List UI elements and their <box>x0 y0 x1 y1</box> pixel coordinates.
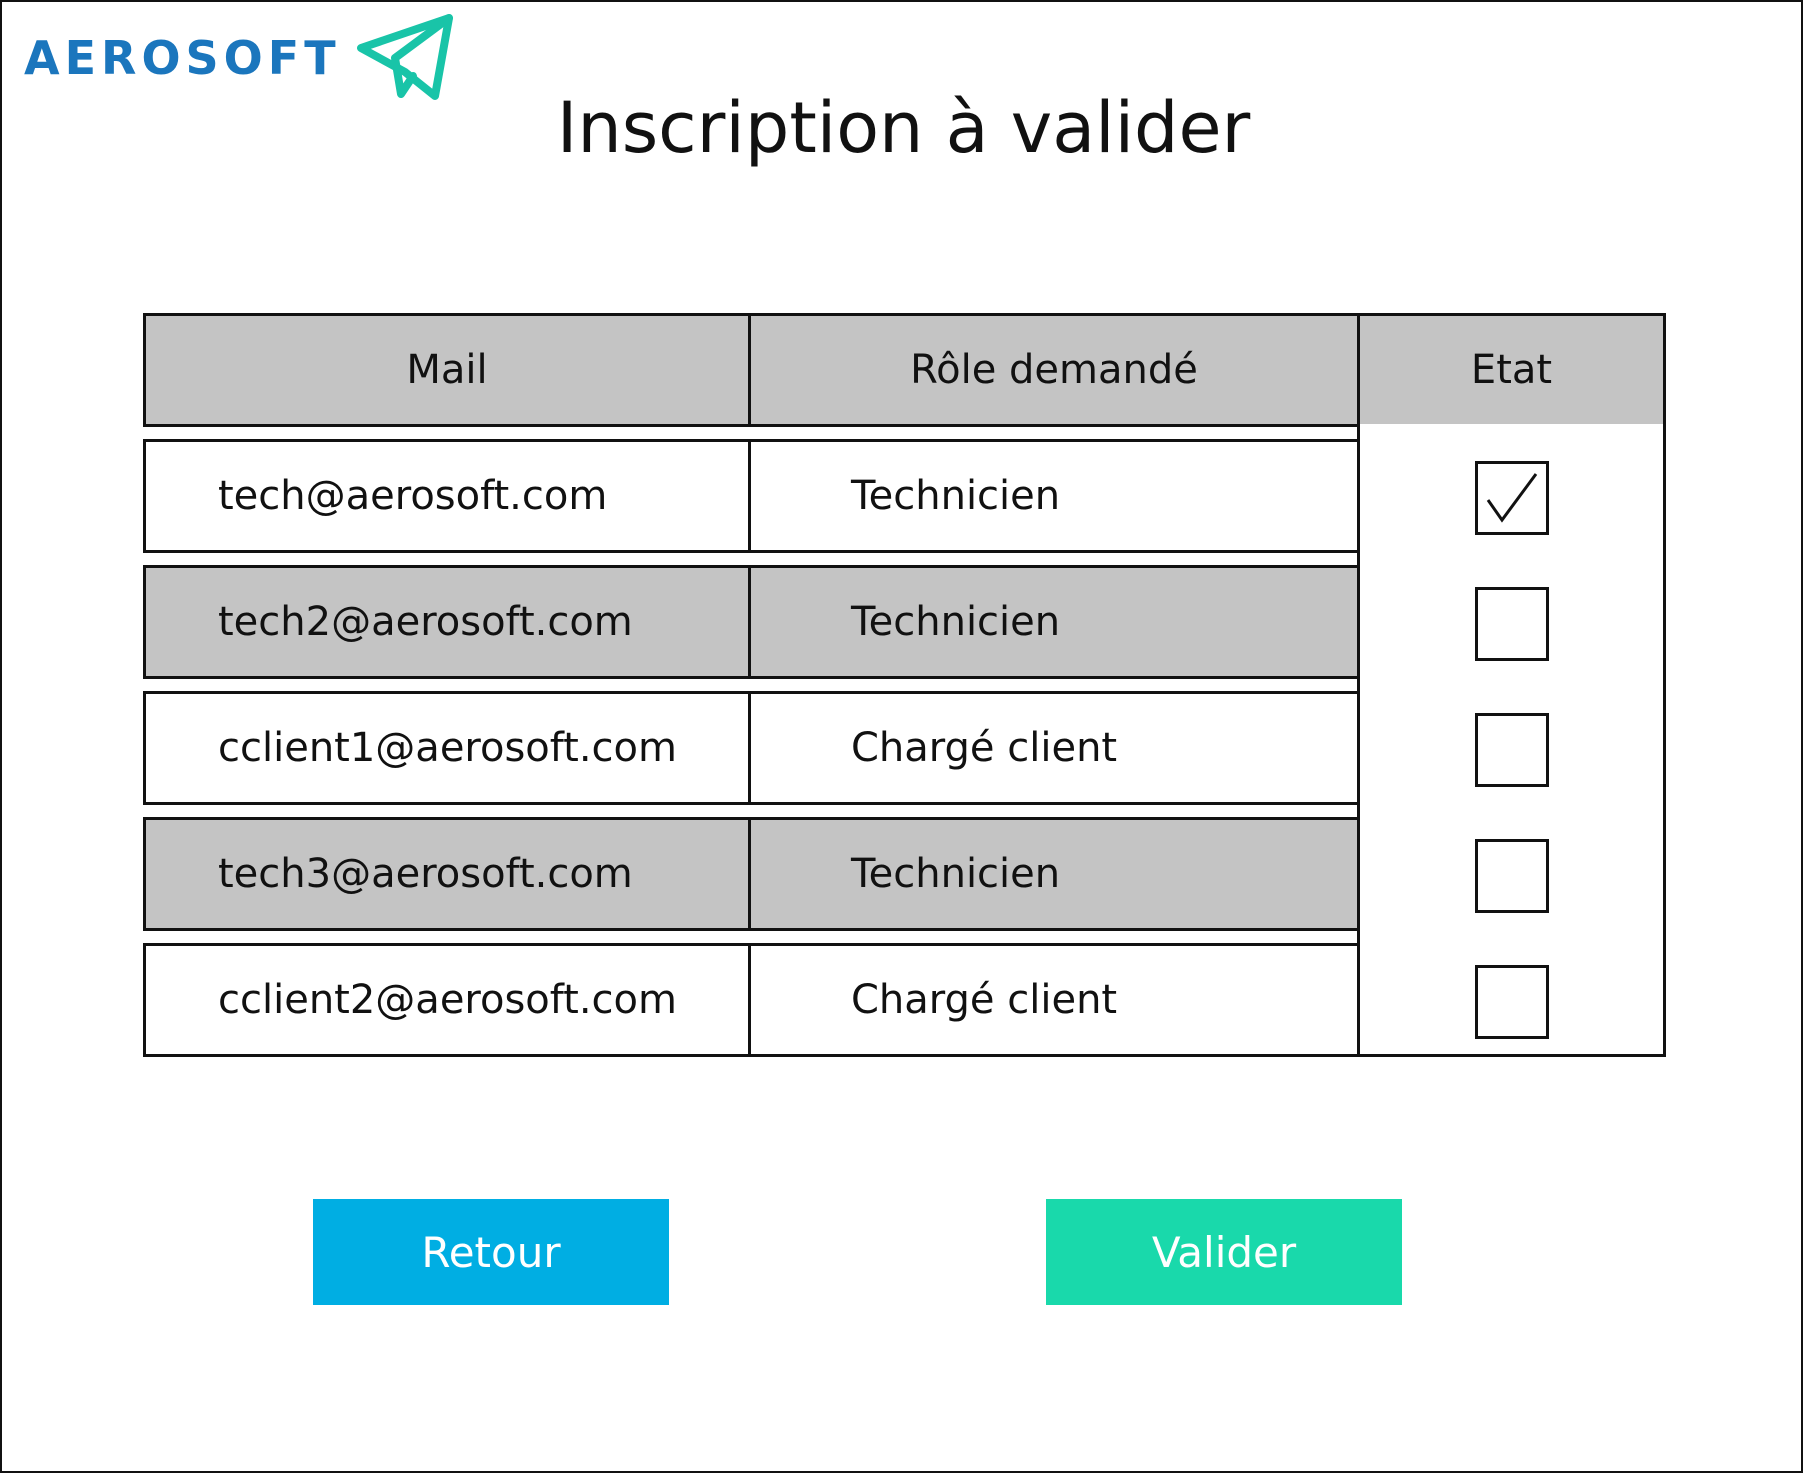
column-header-mail-label: Mail <box>406 347 488 393</box>
mail-cell-text: tech@aerosoft.com <box>218 473 608 519</box>
role-cell-text: Chargé client <box>851 725 1118 771</box>
column-header-mail: Mail <box>143 313 751 427</box>
aerosoft-logo: AEROSOFT <box>24 12 455 104</box>
table-row-2-role: Technicien <box>748 565 1360 679</box>
column-header-role: Rôle demandé <box>748 313 1360 427</box>
table-row-1-mail: tech@aerosoft.com <box>143 439 751 553</box>
row-2-state-checkbox[interactable] <box>1475 587 1549 661</box>
role-cell-text: Technicien <box>851 599 1061 645</box>
table-row-3-mail: cclient1@aerosoft.com <box>143 691 751 805</box>
row-4-state-checkbox[interactable] <box>1475 839 1549 913</box>
column-header-role-label: Rôle demandé <box>910 347 1198 393</box>
paper-plane-icon <box>356 14 453 100</box>
retour-button[interactable]: Retour <box>313 1199 669 1305</box>
table-row-5-role: Chargé client <box>748 943 1360 1057</box>
column-header-etat: Etat <box>1357 313 1666 427</box>
table-row-4-role: Technicien <box>748 817 1360 931</box>
page-title: Inscription à valider <box>556 87 1251 169</box>
row-5-state-checkbox[interactable] <box>1475 965 1549 1039</box>
role-cell-text: Chargé client <box>851 977 1118 1023</box>
role-cell-text: Technicien <box>851 473 1061 519</box>
mail-cell-text: cclient2@aerosoft.com <box>218 977 677 1023</box>
role-cell-text: Technicien <box>851 851 1061 897</box>
table-row-5-mail: cclient2@aerosoft.com <box>143 943 751 1057</box>
logo-text: AEROSOFT <box>24 31 341 85</box>
mail-cell-text: tech3@aerosoft.com <box>218 851 633 897</box>
mail-cell-text: cclient1@aerosoft.com <box>218 725 677 771</box>
row-1-state-checkbox[interactable] <box>1475 461 1549 535</box>
table-row-1-role: Technicien <box>748 439 1360 553</box>
column-header-etat-label: Etat <box>1470 347 1553 393</box>
mail-cell-text: tech2@aerosoft.com <box>218 599 633 645</box>
table-row-3-role: Chargé client <box>748 691 1360 805</box>
checkmark-icon <box>1486 473 1538 523</box>
table-row-4-mail: tech3@aerosoft.com <box>143 817 751 931</box>
table-row-2-mail: tech2@aerosoft.com <box>143 565 751 679</box>
row-3-state-checkbox[interactable] <box>1475 713 1549 787</box>
valider-button[interactable]: Valider <box>1046 1199 1402 1305</box>
